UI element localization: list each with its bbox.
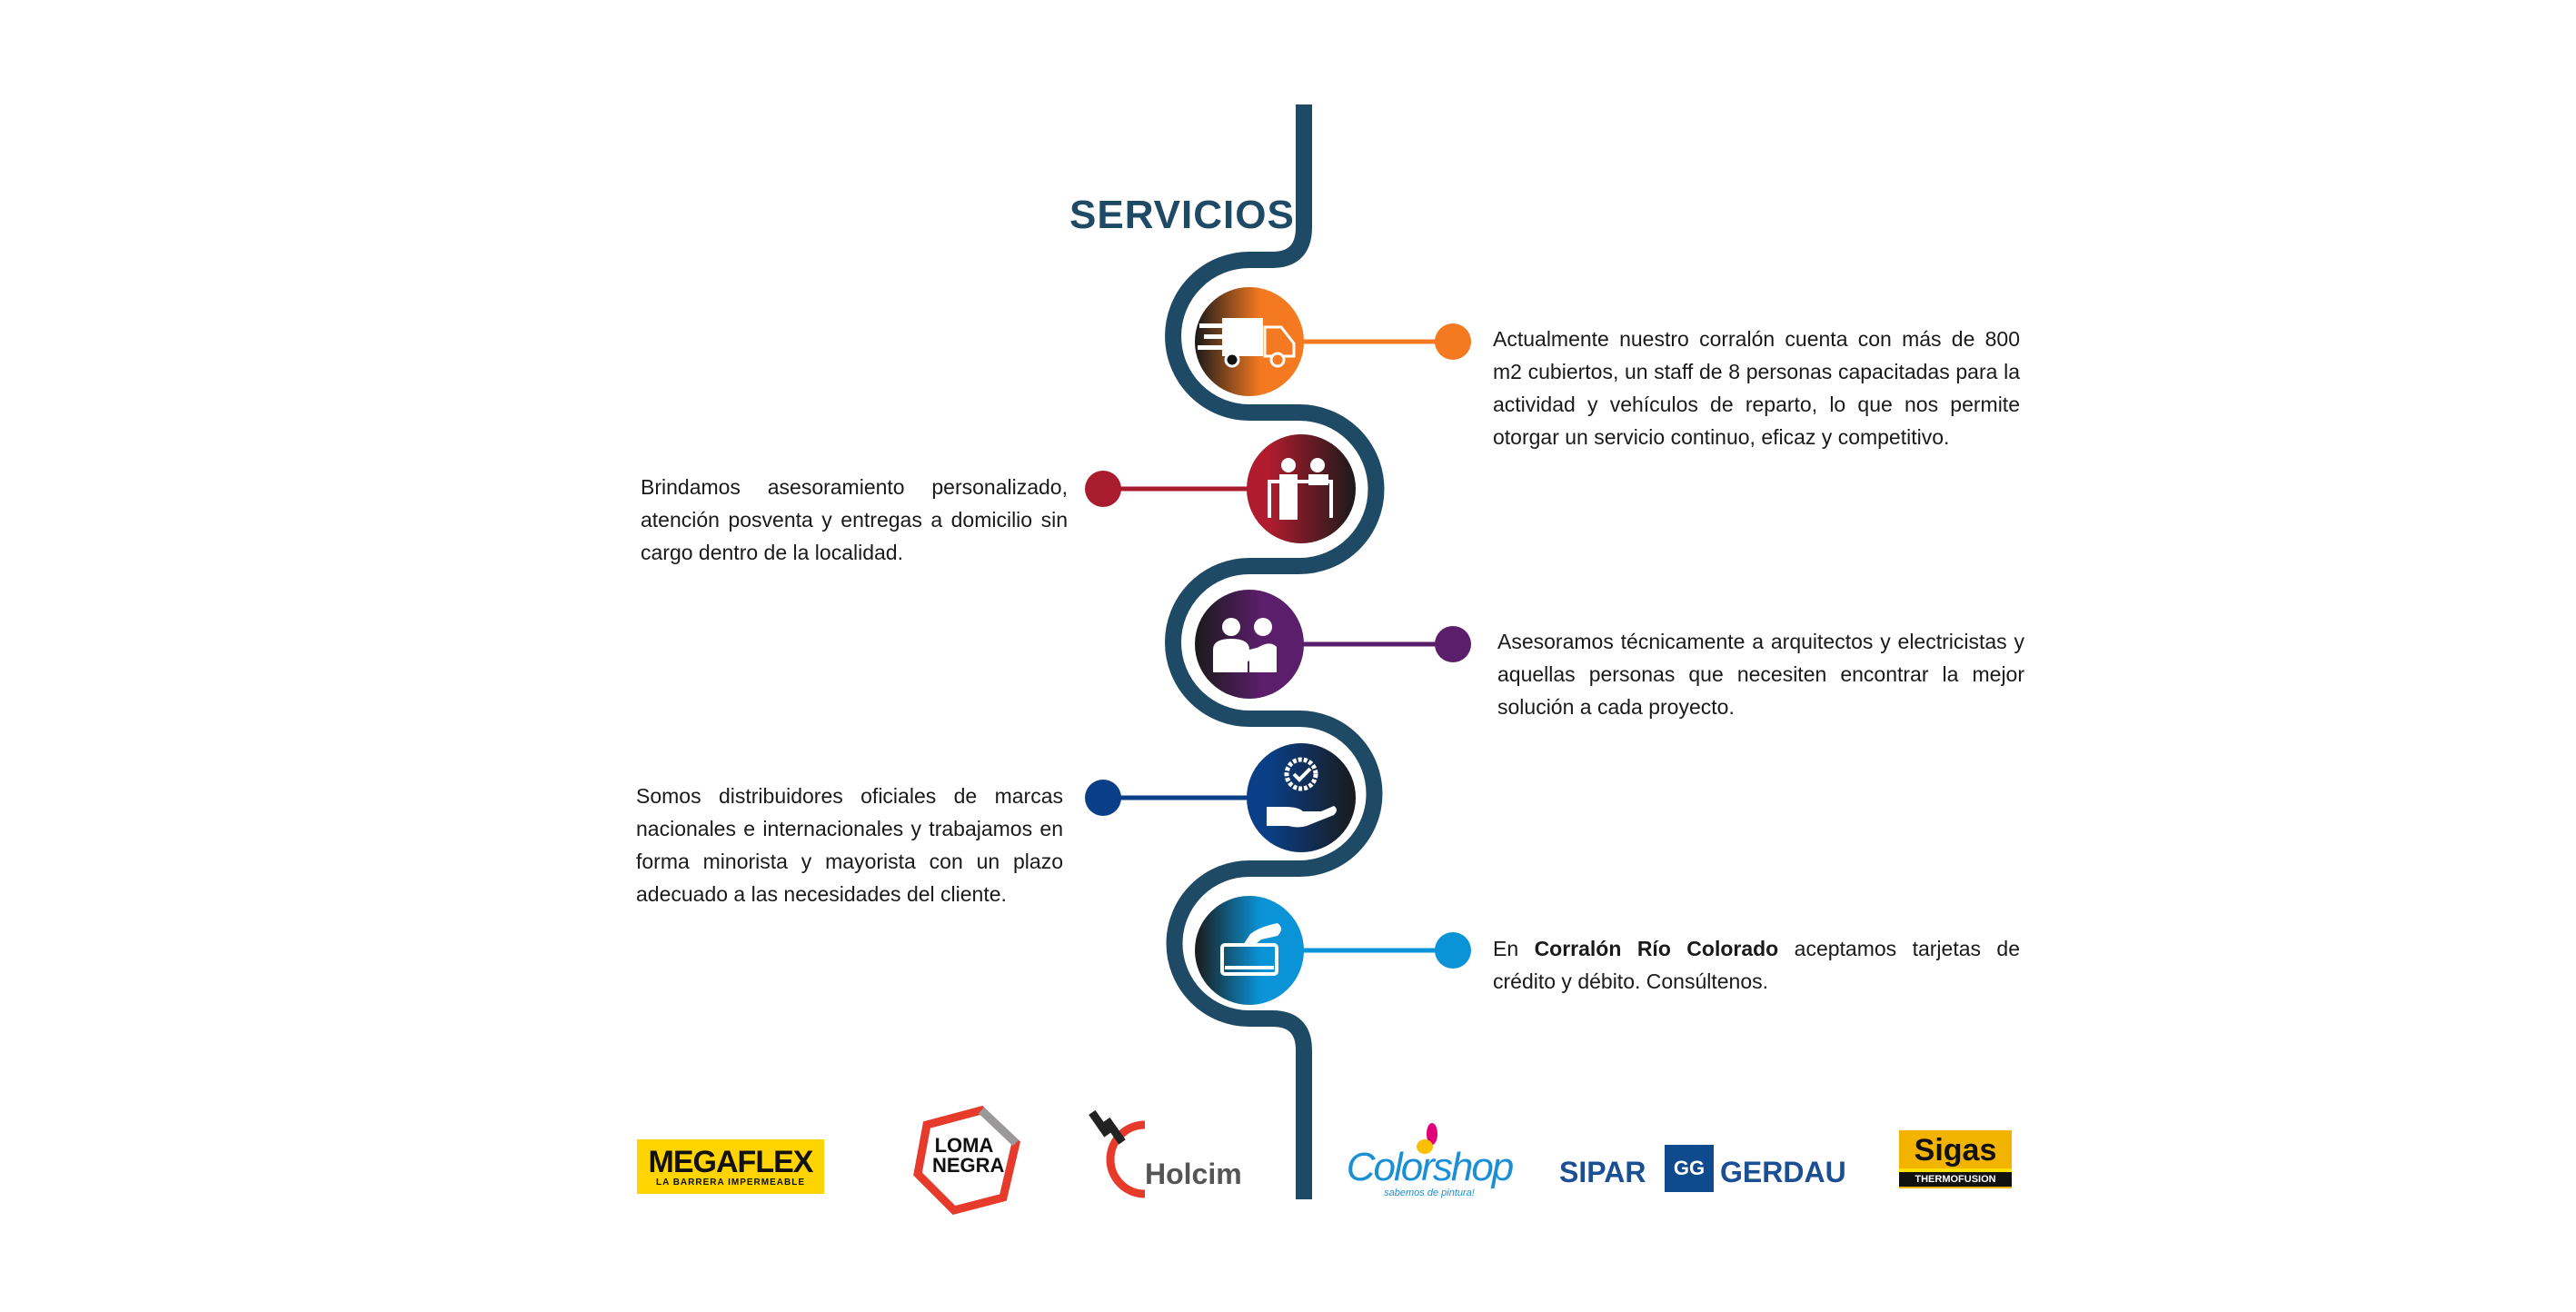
gerdau-mark: GG	[1665, 1145, 1714, 1192]
colorshop-butterfly-icon	[1417, 1123, 1437, 1154]
quality-hand-icon	[1247, 743, 1356, 852]
snake-path	[1165, 104, 1385, 1199]
connector-5	[1299, 932, 1471, 969]
holcim-logo: Holcim	[1145, 1158, 1242, 1190]
loma-negra-logo: LOMA NEGRA	[932, 1134, 1005, 1177]
connector-4	[1085, 780, 1254, 816]
service-text-distribution: Somos distribuidores oficiales de marcas…	[636, 784, 1063, 906]
payment-text-post: aceptamos tarjetas de crédito y débito. …	[1493, 937, 2020, 993]
service-text-facilities: Actualmente nuestro corralón cuenta con …	[1493, 327, 2020, 449]
customer-service-icon	[1247, 434, 1356, 543]
holcim-logo-shape	[1089, 1109, 1146, 1198]
connector-1	[1299, 323, 1471, 360]
payment-text-pre: En	[1493, 937, 1535, 960]
service-text-payment: En Corralón Río Colorado aceptamos tarje…	[1493, 932, 2020, 998]
consulting-people-icon	[1195, 590, 1304, 699]
sipar-logo: SIPAR	[1559, 1156, 1646, 1188]
service-text-advice: Brindamos asesoramiento personalizado, a…	[641, 475, 1068, 564]
card-payment-icon	[1195, 896, 1304, 1005]
company-name: Corralón Río Colorado	[1534, 937, 1779, 960]
page-title: SERVICIOS	[1069, 193, 1295, 237]
connector-3	[1299, 626, 1471, 662]
gerdau-logo: GERDAU	[1720, 1156, 1846, 1188]
service-text-technical: Asesoramos técnicamente a arquitectos y …	[1497, 630, 2024, 719]
connector-2	[1085, 471, 1254, 507]
delivery-truck-icon	[1195, 287, 1304, 396]
loma-negra-logo-shape	[913, 1106, 1020, 1216]
